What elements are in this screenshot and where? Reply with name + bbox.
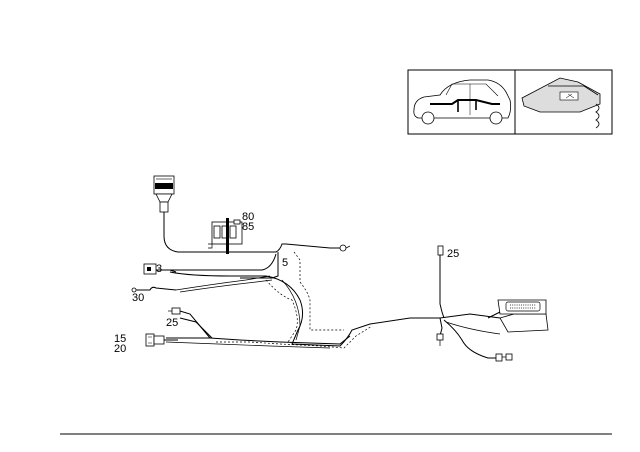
callout-85: 85: [242, 221, 254, 233]
callout-25-right: 25: [447, 248, 459, 260]
callout-15: 15: [114, 333, 126, 345]
callout-25-left: 25: [166, 317, 178, 329]
relay-block: [208, 218, 243, 254]
lower-right-branch: [443, 319, 513, 362]
location-inset: [407, 69, 613, 135]
svg-text:3: 3: [156, 263, 162, 275]
module-connector: [153, 175, 228, 253]
car-telephone-icon: [521, 77, 601, 129]
main-harness: [165, 243, 501, 349]
callout-5: 5: [282, 257, 288, 269]
callout-30: 30: [132, 292, 144, 304]
connector-30: 3: [131, 263, 177, 293]
telephone-cradle-connector: [487, 299, 549, 333]
car-outline-icon: [413, 79, 512, 125]
connector-15-20: [145, 333, 178, 347]
callout-20: 20: [114, 343, 126, 355]
connector-25-right: [436, 245, 445, 346]
callout-80: 80: [242, 211, 254, 223]
connector-25-left: [168, 307, 211, 339]
